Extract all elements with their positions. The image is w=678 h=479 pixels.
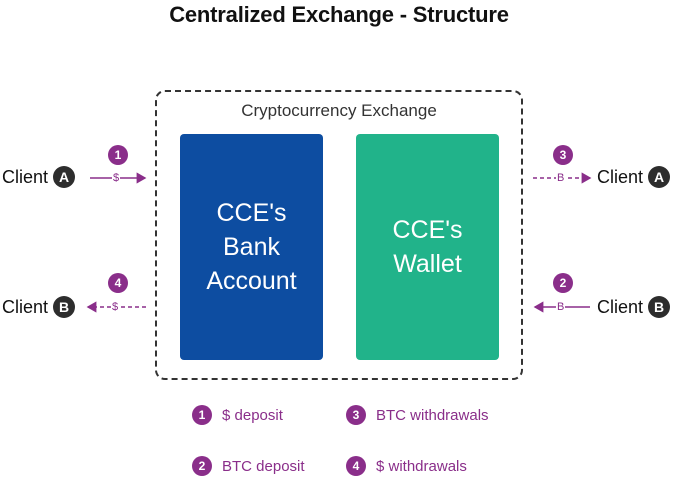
wallet-line-2: Wallet	[393, 250, 462, 278]
legend-number: 3	[346, 405, 366, 425]
client-label: Client	[597, 166, 644, 187]
legend-text: BTC withdrawals	[376, 406, 489, 424]
client-a-left: Client A	[2, 166, 76, 188]
flow-1-symbol: $	[112, 172, 121, 184]
client-label: Client	[597, 296, 644, 317]
legend-text: BTC deposit	[222, 457, 305, 475]
client-label: Client	[2, 296, 49, 317]
flow-4-number: 4	[108, 273, 128, 293]
flow-3-symbol: B	[556, 172, 566, 184]
bank-account-block: CCE's Bank Account	[180, 134, 323, 360]
diagram-title: Centralized Exchange - Structure	[169, 2, 509, 27]
legend-item-2: 2 BTC deposit	[192, 456, 305, 476]
bank-line-1: CCE's	[216, 199, 287, 227]
wallet-block: CCE's Wallet	[356, 134, 499, 360]
client-a-right: Client A	[597, 166, 671, 188]
legend-number: 1	[192, 405, 212, 425]
legend-text: $ withdrawals	[376, 457, 467, 475]
flow-3-number: 3	[553, 145, 573, 165]
bank-line-3: Account	[206, 267, 297, 295]
client-letter-badge: B	[53, 296, 76, 318]
client-b-left: Client B	[2, 296, 76, 318]
legend-text: $ deposit	[222, 406, 283, 424]
flow-4-symbol: $	[111, 301, 120, 313]
legend-number: 4	[346, 456, 366, 476]
flow-2-number: 2	[553, 273, 573, 293]
exchange-boundary	[155, 90, 523, 380]
client-letter-badge: A	[53, 166, 76, 188]
legend-number: 2	[192, 456, 212, 476]
legend-item-3: 3 BTC withdrawals	[346, 405, 489, 425]
bank-line-2: Bank	[223, 233, 280, 261]
flow-2-symbol: B	[556, 301, 566, 313]
legend-item-1: 1 $ deposit	[192, 405, 283, 425]
legend-item-4: 4 $ withdrawals	[346, 456, 467, 476]
client-letter-badge: B	[648, 296, 671, 318]
exchange-label: Cryptocurrency Exchange	[241, 101, 437, 120]
flow-1-number: 1	[108, 145, 128, 165]
wallet-line-1: CCE's	[392, 216, 463, 244]
client-letter-badge: A	[648, 166, 671, 188]
client-label: Client	[2, 166, 49, 187]
client-b-right: Client B	[597, 296, 671, 318]
